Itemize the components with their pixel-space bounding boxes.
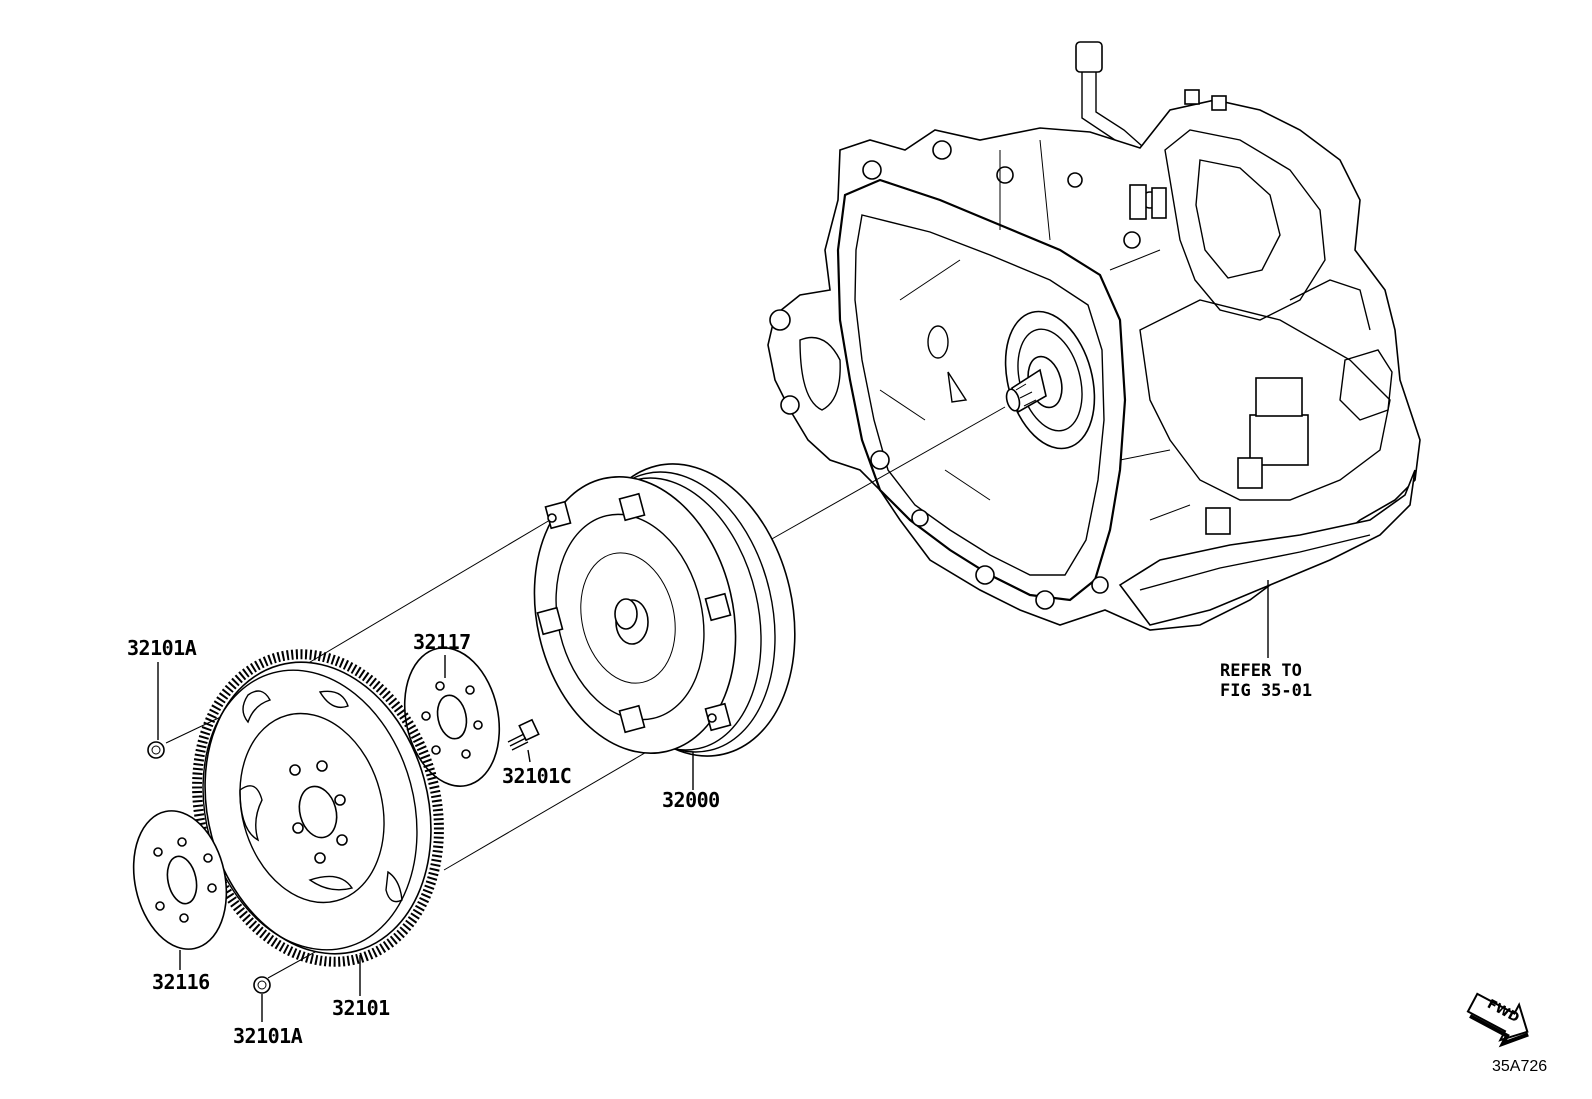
fwd-arrow-icon — [1466, 992, 1529, 1048]
backing-plate-32116 — [132, 810, 228, 950]
bolt-32101C — [507, 718, 540, 751]
figure-code: 35A726 — [1492, 1058, 1548, 1075]
callout-32101C: 32101C — [502, 764, 572, 788]
transmission-assembly — [767, 41, 1421, 631]
bolt-32101A-top — [147, 741, 165, 759]
callout-32101A-top: 32101A — [127, 636, 197, 660]
refer-line-1: REFER TO — [1220, 661, 1302, 681]
callout-32101: 32101 — [332, 996, 390, 1020]
callout-32117: 32117 — [413, 630, 471, 654]
callout-32000: 32000 — [662, 788, 720, 812]
callout-32101A-bottom: 32101A — [233, 1024, 303, 1048]
refer-line-2: FIG 35-01 — [1220, 680, 1313, 701]
callout-32116: 32116 — [152, 970, 210, 994]
flywheel-32101 — [192, 649, 444, 967]
torque-converter-32000 — [533, 463, 796, 757]
leader-lines — [157, 580, 1269, 1022]
bolt-32101A-bottom — [253, 976, 271, 994]
